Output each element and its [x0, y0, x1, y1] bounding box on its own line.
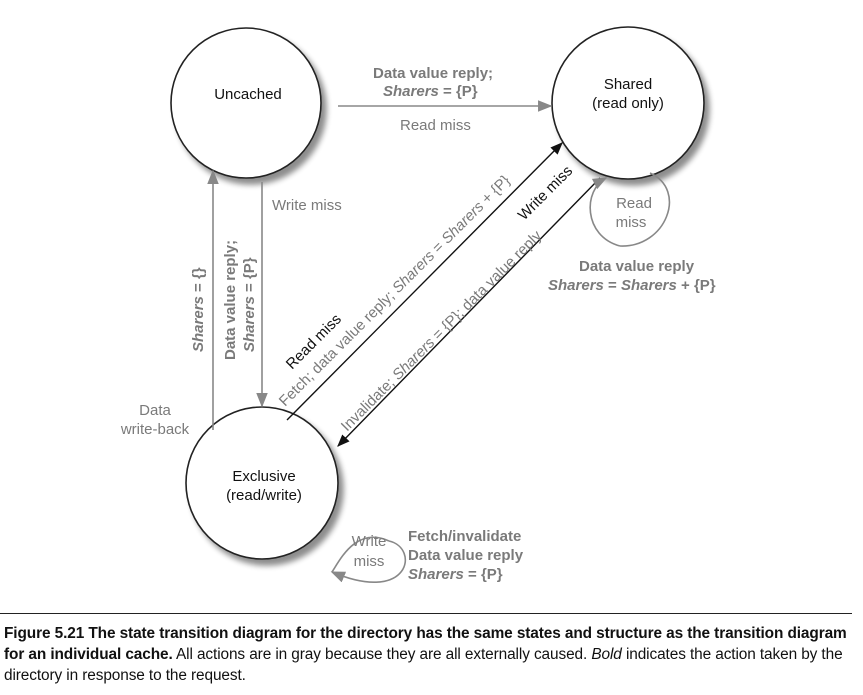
label-uncached-to-exclusive-reply: Data value reply;: [222, 240, 239, 360]
label-exclusive-self-action-3: Sharers = {P}: [408, 566, 503, 583]
label-uncached-to-exclusive-sharers: Sharers = {P}: [241, 257, 258, 352]
label-uncached-to-shared-sharers: Sharers = {P}: [383, 83, 478, 100]
label-shared-to-exclusive-trigger: Write miss: [515, 162, 576, 223]
label-shared-self-reply: Data value reply: [579, 258, 695, 275]
label-uncached-to-exclusive-trigger: Write miss: [272, 197, 342, 214]
state-uncached-label: Uncached: [214, 86, 282, 103]
label-exclusive-to-uncached-trigger-2: write-back: [120, 421, 190, 438]
label-exclusive-self-action-1: Fetch/invalidate: [408, 528, 521, 545]
label-exclusive-to-uncached-trigger-1: Data: [139, 402, 171, 419]
arrow-exclusive-self-loop: [330, 540, 407, 583]
label-exclusive-self-action-2: Data value reply: [408, 547, 524, 564]
label-shared-self-trigger-1: Read: [616, 195, 652, 212]
arrow-exclusive-to-shared: [286, 142, 563, 421]
label-exclusive-self-trigger-1: Write: [352, 533, 387, 550]
state-exclusive-label-1: Exclusive: [232, 468, 295, 485]
label-exclusive-self-trigger-2: miss: [354, 553, 385, 570]
caption-italic-word: Bold: [591, 646, 622, 663]
state-shared-label-2: (read only): [592, 95, 664, 112]
caption-text-2: indicates the action taken by the direct…: [4, 646, 843, 684]
state-uncached: [170, 27, 322, 179]
arrow-shared-self-loop-outer: [619, 172, 671, 247]
caption-bold-text: The state transition diagram for the dir…: [4, 625, 847, 663]
state-shared-label-1: Shared: [604, 76, 652, 93]
label-exclusive-to-uncached-action: Sharers = {}: [190, 267, 207, 352]
label-uncached-to-shared-reply: Data value reply;: [373, 65, 493, 82]
caption-figure-number: Figure 5.21: [4, 625, 85, 642]
arrow-exclusive-self-loop-inner: [331, 536, 390, 573]
state-transition-diagram: Uncached Shared (read only) Exclusive (r…: [120, 26, 716, 583]
state-exclusive-label-2: (read/write): [226, 487, 302, 504]
arrow-shared-to-exclusive: [337, 177, 601, 447]
label-uncached-to-shared-trigger: Read miss: [400, 117, 471, 134]
label-shared-to-exclusive-action: Invalidate; Sharers = {P}; data value re…: [338, 227, 546, 435]
arrow-shared-self-loop: [589, 177, 621, 247]
caption-text-1: All actions are in gray because they are…: [172, 646, 592, 663]
figure-caption: Figure 5.21 The state transition diagram…: [4, 623, 850, 686]
caption-rule: [0, 613, 852, 614]
label-shared-self-trigger-2: miss: [616, 214, 647, 231]
label-shared-self-sharers: Sharers = Sharers + {P}: [548, 277, 716, 294]
